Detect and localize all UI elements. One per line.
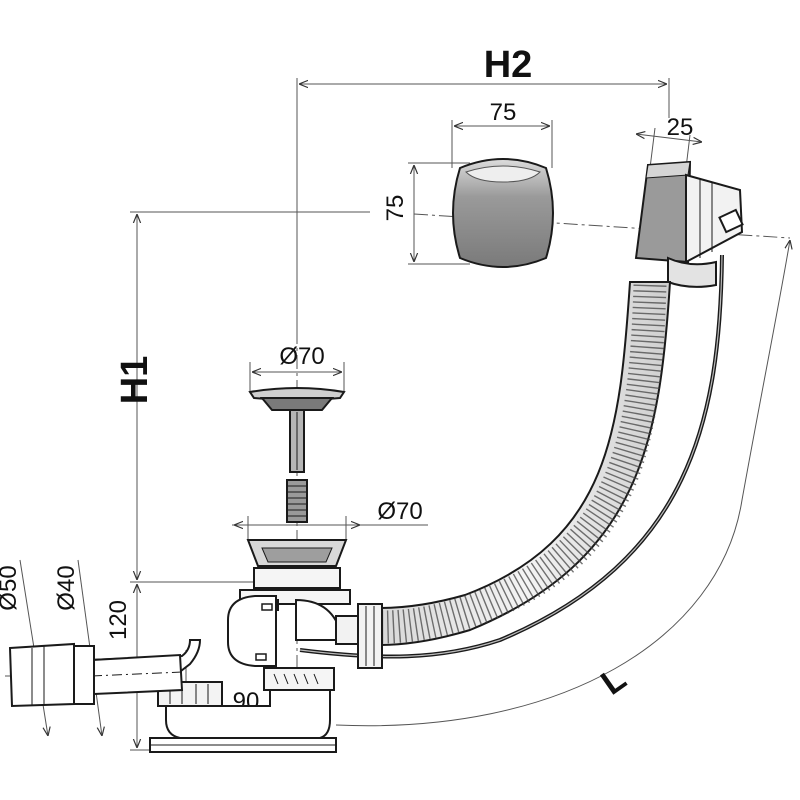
label-depth: 25 <box>667 114 694 141</box>
overflow-cap-front <box>452 158 554 268</box>
label-l: L <box>594 659 633 702</box>
depth-line <box>636 134 702 142</box>
length-arc <box>335 240 790 727</box>
labels: H2 H1 L 75 75 25 Ø70 Ø70 Ø50 Ø40 120 90 <box>0 44 693 715</box>
label-plug-diameter: Ø70 <box>279 343 324 370</box>
label-flange-diameter: Ø70 <box>377 498 422 525</box>
label-pipe-d40: Ø40 <box>53 565 80 610</box>
label-height-120: 120 <box>105 600 132 640</box>
pop-up-plug <box>248 387 346 523</box>
label-cap-width: 75 <box>490 99 517 126</box>
overflow-side <box>634 160 744 288</box>
drain-body <box>149 539 383 753</box>
label-h2: H2 <box>484 44 533 86</box>
outlet-pipe <box>8 639 223 708</box>
depth-ext-1 <box>649 127 656 169</box>
label-h1: H1 <box>114 356 156 405</box>
label-pipe-d50: Ø50 <box>0 565 22 610</box>
corrugated-hose <box>299 254 724 659</box>
label-cap-height: 75 <box>382 195 409 222</box>
